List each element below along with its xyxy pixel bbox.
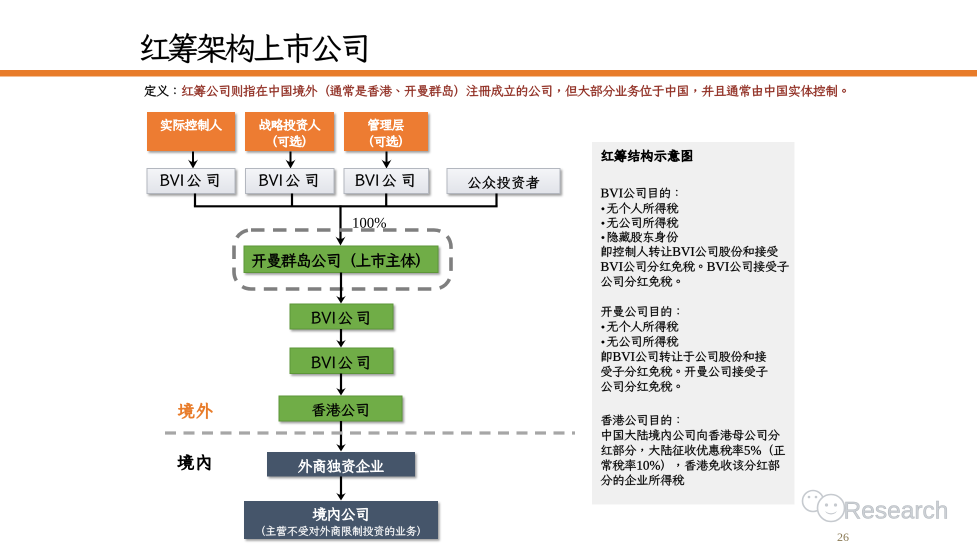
svg-text:Research: Research bbox=[844, 498, 949, 525]
svg-text:26: 26 bbox=[837, 530, 849, 544]
